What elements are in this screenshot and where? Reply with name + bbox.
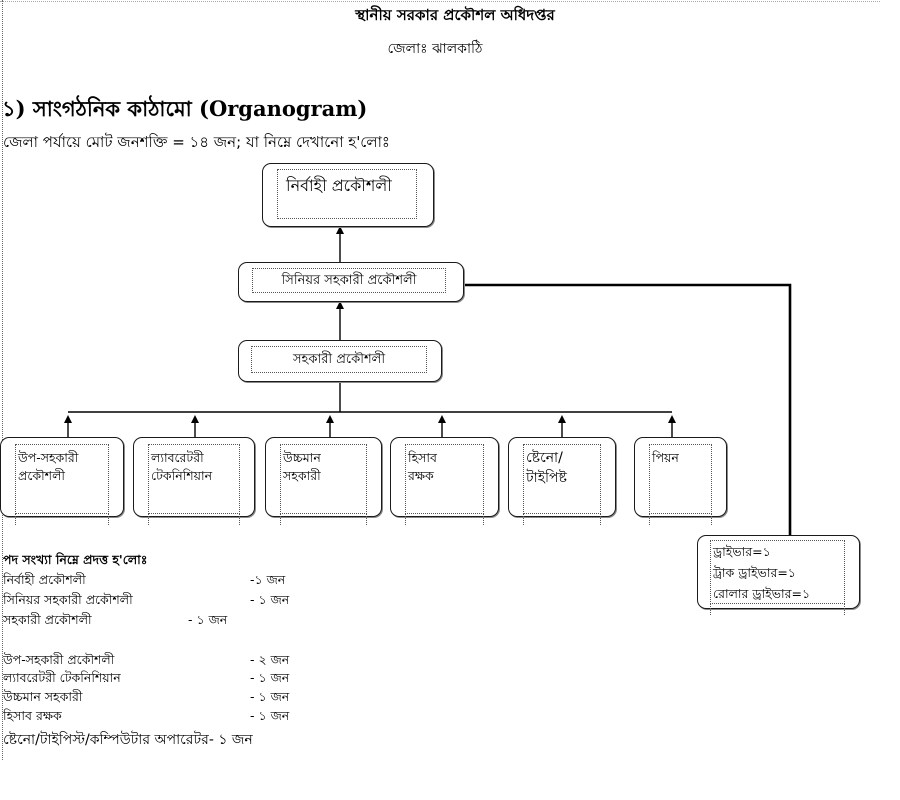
position-name: ষ্টেনো/টাইপিস্ট/কম্পিউটার অপারেটর: [3, 732, 209, 748]
arrow-head-icon: [326, 415, 334, 423]
position-row: নির্বাহী প্রকৌশলী -১ জন: [3, 572, 323, 590]
staff-box-steno-typist: ষ্টেনো/ টাইপিষ্ট: [508, 437, 616, 525]
document-title: স্থানীয় সরকার প্রকৌশল অধিদপ্তর: [355, 6, 555, 24]
position-name: সিনিয়র সহকারী প্রকৌশলী: [3, 592, 133, 607]
position-row: ষ্টেনো/টাইপিস্ট/কম্পিউটার অপারেটর- ১ জন: [3, 728, 423, 748]
roller-driver-count-label: রোলার ড্রাইভার=১: [713, 586, 811, 601]
staff-label: উপ-সহকারী প্রকৌশলী: [18, 450, 79, 483]
arrow-from-staff-1: [191, 415, 199, 437]
position-count: - ১ জন: [250, 689, 290, 704]
staff-box-sub-assistant-engineer: উপ-সহকারী প্রকৌশলী: [0, 437, 124, 525]
position-row: উচ্চমান সহকারী - ১ জন: [3, 689, 323, 707]
staff-box-accountant: হিসাব রক্ষক: [390, 437, 499, 525]
position-count: -১ জন: [250, 572, 286, 587]
senior-assistant-engineer-frame: সিনিয়র সহকারী প্রকৌশলী: [252, 268, 446, 293]
senior-assistant-engineer-label: সিনিয়র সহকারী প্রকৌশলী: [281, 273, 417, 288]
assistant-engineer-box: সহকারী প্রকৌশলী: [238, 340, 442, 382]
staff-box-peon: পিয়ন: [634, 437, 727, 525]
staff-label: ষ্টেনো/ টাইপিষ্ট: [526, 450, 567, 486]
executive-engineer-box: নির্বাহী প্রকৌশলী: [262, 163, 434, 227]
staff-frame: পিয়ন: [649, 444, 712, 525]
arrow-head-icon: [191, 415, 199, 423]
drivers-box: ড্রাইভার=১ ট্রাক ড্রাইভার=১ রোলার ড্রাইভ…: [697, 535, 860, 615]
executive-engineer-frame: নির্বাহী প্রকৌশলী: [277, 169, 417, 219]
position-name: নির্বাহী প্রকৌশলী: [3, 572, 86, 587]
assistant-engineer-label: সহকারী প্রকৌশলী: [292, 352, 386, 367]
arrow-from-staff-0: [64, 415, 72, 437]
manpower-summary: জেলা পর্যায়ে মোট জনশক্তি = ১৪ জন; যা নি…: [3, 133, 390, 151]
positions-heading: পদ সংখ্যা নিম্নে প্রদত্ত হ'লোঃ: [3, 552, 148, 567]
top-margin-rule: [0, 1, 880, 2]
staff-frame: ষ্টেনো/ টাইপিষ্ট: [523, 444, 601, 525]
position-name: ল্যাবরেটরী টেকনিশিয়ান: [3, 670, 121, 685]
staff-label: ল্যাবরেটরী টেকনিশিয়ান: [151, 450, 213, 483]
arrow-head-icon: [336, 226, 344, 234]
position-count: - ১ জন: [250, 592, 290, 607]
executive-engineer-label: নির্বাহী প্রকৌশলী: [286, 176, 392, 195]
assistant-engineer-frame: সহকারী প্রকৌশলী: [251, 346, 427, 373]
staff-label: উচ্চমান সহকারী: [283, 450, 321, 483]
senior-assistant-engineer-box: সিনিয়র সহকারী প্রকৌশলী: [238, 262, 464, 302]
position-name: হিসাব রক্ষক: [3, 708, 62, 723]
driver-count-label: ড্রাইভার=১: [713, 544, 771, 559]
arrow-from-staff-2: [326, 415, 334, 437]
position-count: - ২ জন: [250, 652, 290, 667]
position-row: ল্যাবরেটরী টেকনিশিয়ান - ১ জন: [3, 670, 323, 688]
position-row: সহকারী প্রকৌশলী - ১ জন: [3, 612, 323, 630]
truck-driver-count-label: ট্রাক ড্রাইভার=১: [713, 565, 796, 580]
staff-frame: উপ-সহকারী প্রকৌশলী: [15, 444, 109, 525]
position-count: - ১ জন: [188, 612, 228, 627]
arrow-from-staff-3: [438, 415, 446, 437]
arrow-from-staff-4: [558, 415, 566, 437]
position-count: - ১ জন: [250, 708, 290, 723]
district-label: জেলাঃ ঝালকাঠি: [387, 41, 483, 57]
drivers-frame: ড্রাইভার=১ ট্রাক ড্রাইভার=১ রোলার ড্রাইভ…: [710, 540, 845, 615]
section-heading: ১) সাংগঠনিক কাঠামো (Organogram): [2, 96, 368, 121]
arrow-head-icon: [668, 415, 676, 423]
left-margin-rule: [2, 0, 3, 760]
arrow-head-icon: [64, 415, 72, 423]
arrow-from-staff-5: [668, 415, 676, 437]
position-row: হিসাব রক্ষক - ১ জন: [3, 708, 323, 726]
arrow-head-icon: [336, 301, 344, 309]
position-name: উপ-সহকারী প্রকৌশলী: [3, 652, 115, 667]
staff-frame: ল্যাবরেটরী টেকনিশিয়ান: [148, 444, 240, 525]
position-row: উপ-সহকারী প্রকৌশলী - ২ জন: [3, 652, 323, 670]
staff-box-upper-division-assistant: উচ্চমান সহকারী: [265, 437, 382, 525]
staff-label: হিসাব রক্ষক: [408, 450, 437, 483]
position-count: - ১ জন: [250, 670, 290, 685]
staff-frame: হিসাব রক্ষক: [405, 444, 484, 525]
staff-label: পিয়ন: [652, 450, 679, 465]
arrow-to-senior-assistant: [336, 301, 344, 340]
position-row: সিনিয়র সহকারী প্রকৌশলী - ১ জন: [3, 592, 323, 610]
position-name: সহকারী প্রকৌশলী: [3, 612, 92, 627]
staff-box-lab-technician: ল্যাবরেটরী টেকনিশিয়ান: [133, 437, 255, 525]
position-count: - ১ জন: [208, 732, 253, 748]
arrow-to-executive: [336, 226, 344, 262]
arrow-head-icon: [558, 415, 566, 423]
arrow-head-icon: [438, 415, 446, 423]
position-name: উচ্চমান সহকারী: [3, 689, 83, 704]
staff-frame: উচ্চমান সহকারী: [280, 444, 367, 525]
